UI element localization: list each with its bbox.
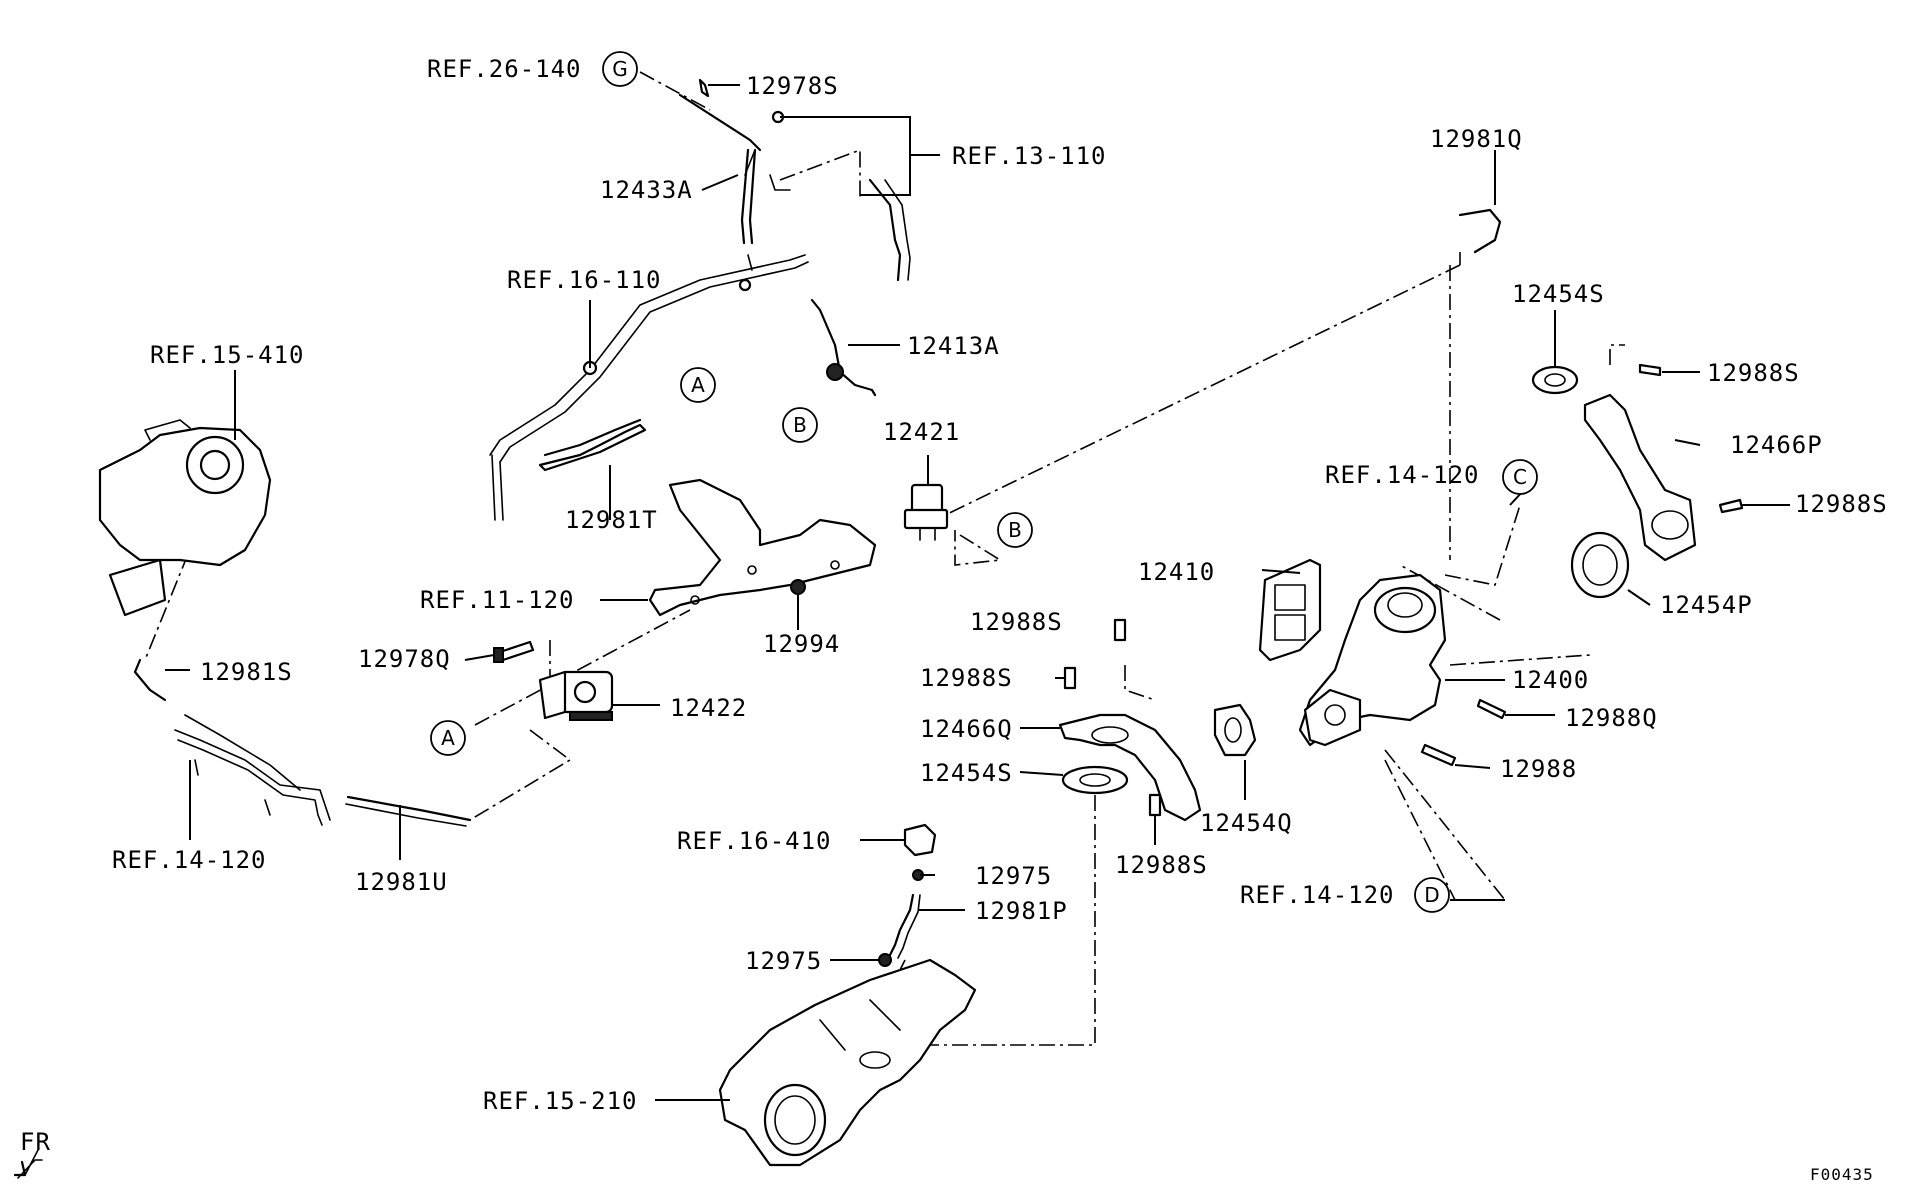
callout-G: G — [602, 51, 638, 87]
label-ref-14-120-c: REF.14-120 — [1325, 461, 1480, 489]
label-12454S-top: 12454S — [1512, 280, 1605, 308]
label-12400: 12400 — [1512, 666, 1589, 694]
label-ref-15-210: REF.15-210 — [483, 1087, 638, 1115]
leader-lines — [165, 84, 1790, 1101]
label-fr: FR — [20, 1128, 51, 1156]
bolts-12988S-mid — [1063, 618, 1162, 817]
label-ref-11-120: REF.11-120 — [420, 586, 575, 614]
turbocharger-ref-15-410 — [98, 419, 272, 617]
label-12410: 12410 — [1138, 558, 1215, 586]
gasket-12410 — [1258, 558, 1322, 662]
svg-text:B: B — [793, 413, 807, 437]
figure-code: F00435 — [1810, 1165, 1874, 1184]
label-12988S-bottom: 12988S — [1115, 851, 1208, 879]
gasket-12454S-bottom — [1061, 765, 1129, 795]
label-ref-26-140: REF.26-140 — [427, 55, 582, 83]
label-ref-14-120-left: REF.14-120 — [112, 846, 267, 874]
label-12988S-mid: 12988S — [970, 608, 1063, 636]
bolts-12988S-right — [1638, 363, 1744, 514]
front-direction-arrow — [13, 1149, 43, 1179]
part-labels: REF.26-140 12978S REF.13-110 12433A 1298… — [20, 55, 1888, 1184]
label-ref-16-110: REF.16-110 — [507, 266, 662, 294]
label-12454S-bottom: 12454S — [920, 759, 1013, 787]
callout-A-lower: A — [430, 720, 466, 756]
callout-C: C — [1502, 459, 1538, 495]
gasket-12454Q — [1213, 703, 1257, 757]
solenoid-12421 — [903, 483, 949, 541]
hose-12413A — [810, 298, 877, 397]
intake-manifold-ref-15-210 — [718, 958, 977, 1167]
svg-text:A: A — [691, 373, 705, 397]
label-12413A: 12413A — [907, 332, 1000, 360]
label-12978Q: 12978Q — [358, 645, 451, 673]
label-12981P: 12981P — [975, 897, 1068, 925]
label-12975-top: 12975 — [975, 862, 1052, 890]
hose-12981T — [543, 418, 642, 457]
label-12466Q: 12466Q — [920, 715, 1013, 743]
svg-text:D: D — [1424, 883, 1439, 907]
label-12981S: 12981S — [200, 658, 293, 686]
label-12466P: 12466P — [1730, 431, 1823, 459]
label-12422: 12422 — [670, 694, 747, 722]
label-12981Q: 12981Q — [1430, 125, 1523, 153]
label-12421: 12421 — [883, 418, 960, 446]
gasket-12454S-top — [1531, 365, 1579, 395]
label-12988S-top: 12988S — [1707, 359, 1800, 387]
svg-text:C: C — [1513, 465, 1527, 489]
nut-12994 — [790, 579, 806, 595]
label-12981T: 12981T — [565, 506, 658, 534]
label-ref-15-410: REF.15-410 — [150, 341, 305, 369]
label-12454P: 12454P — [1660, 591, 1753, 619]
svg-text:G: G — [612, 57, 628, 81]
sensor-ref-16-410 — [878, 823, 937, 967]
hose-12981Q — [1458, 208, 1502, 254]
egr-valve-12400 — [1298, 573, 1447, 747]
valve-12422 — [538, 670, 614, 721]
label-12988Q: 12988Q — [1565, 704, 1658, 732]
label-12981U: 12981U — [355, 868, 448, 896]
bracket-ref-11-120 — [648, 478, 877, 617]
callout-B-right: B — [997, 512, 1033, 548]
label-12978S: 12978S — [746, 72, 839, 100]
callout-B-left: B — [782, 407, 818, 443]
pipe-12466Q — [1058, 713, 1202, 822]
bolt-12988Q — [1476, 698, 1507, 720]
label-12433A: 12433A — [600, 176, 693, 204]
label-ref-13-110: REF.13-110 — [952, 142, 1107, 170]
label-12454Q: 12454Q — [1200, 809, 1293, 837]
bracket-hose-assembly-top — [678, 78, 911, 282]
svg-text:B: B — [1008, 518, 1022, 542]
label-12988S-left: 12988S — [920, 664, 1013, 692]
svg-text:A: A — [441, 726, 455, 750]
label-12988S-right: 12988S — [1795, 490, 1888, 518]
label-12988: 12988 — [1500, 755, 1577, 783]
gasket-12454P — [1570, 531, 1630, 599]
pipe-12466P — [1583, 393, 1697, 562]
bolt-12988 — [1420, 743, 1457, 767]
pipe-ref-16-110 — [489, 254, 809, 521]
label-ref-16-410: REF.16-410 — [677, 827, 832, 855]
label-12994: 12994 — [763, 630, 840, 658]
hose-12981U — [345, 795, 472, 827]
bolt-12978Q — [493, 640, 535, 663]
label-12975-bottom: 12975 — [745, 947, 822, 975]
label-ref-14-120-d: REF.14-120 — [1240, 881, 1395, 909]
callout-A-upper: A — [680, 367, 716, 403]
callout-D: D — [1414, 877, 1450, 913]
hose-12981S-and-pipes — [133, 658, 331, 826]
